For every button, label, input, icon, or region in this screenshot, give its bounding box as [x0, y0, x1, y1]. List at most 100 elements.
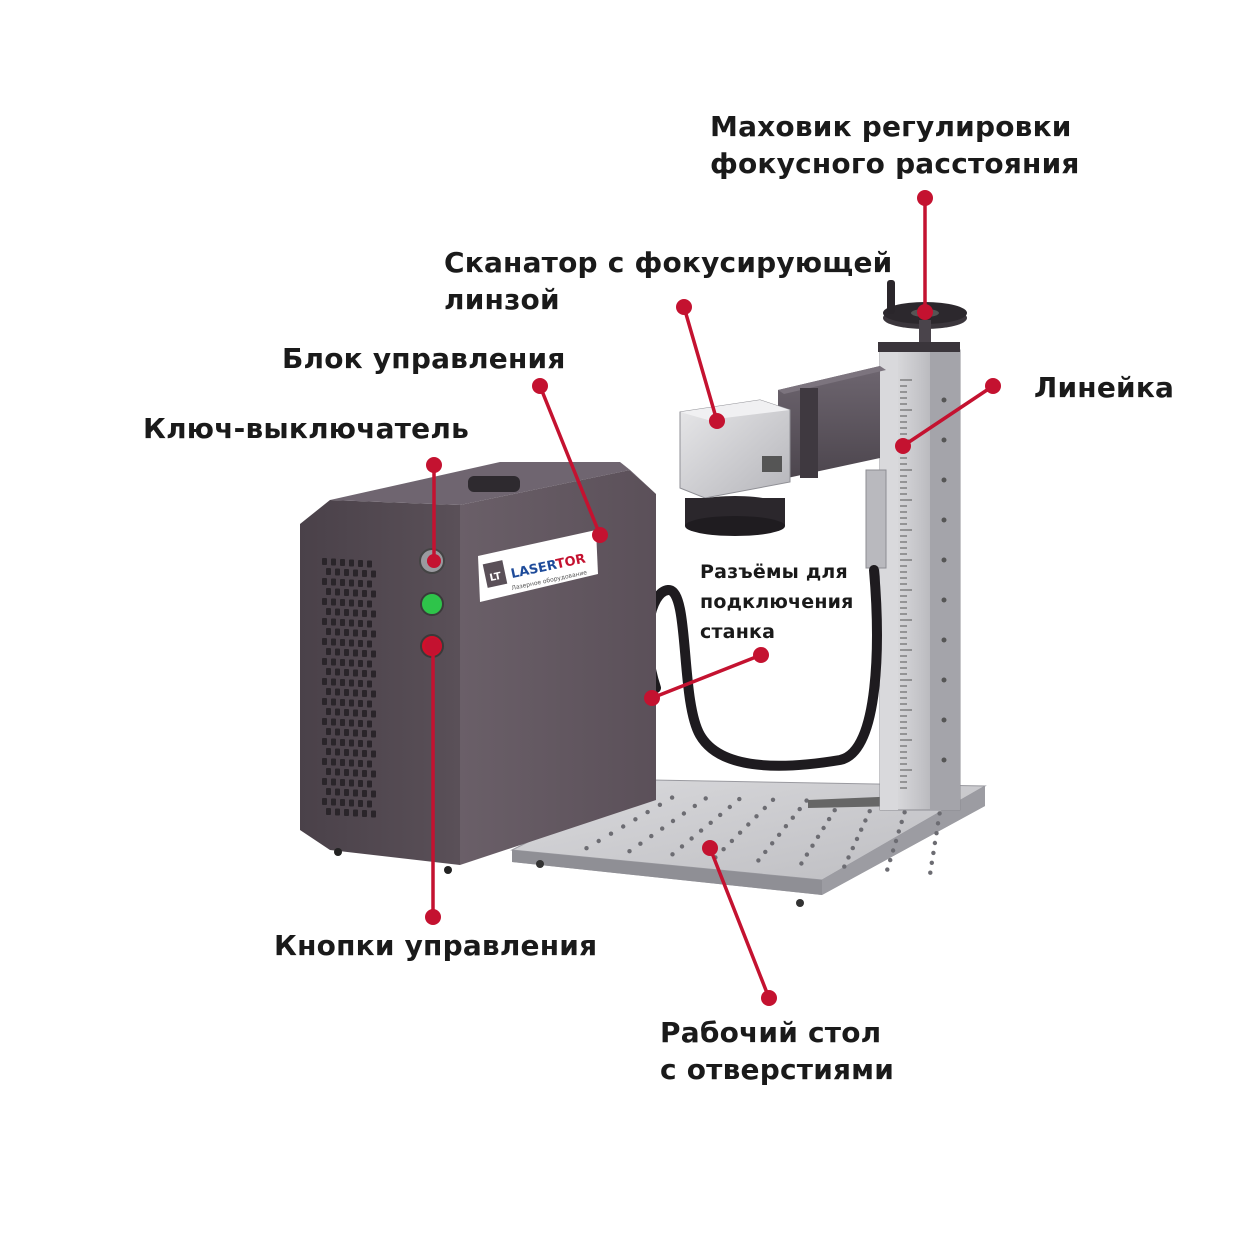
label-control-unit: Блок управления	[282, 342, 566, 375]
vent-slot	[367, 760, 372, 768]
label-ruler: Линейка	[1034, 371, 1175, 404]
vent-slot	[344, 609, 349, 616]
vent-slot	[353, 729, 358, 737]
vent-slot	[335, 568, 340, 576]
table-hole	[660, 826, 665, 831]
callout-dot-scanner-end	[709, 413, 725, 429]
callout-dot-table-end	[761, 990, 777, 1006]
vent-slot	[335, 768, 340, 776]
vent-slot	[353, 689, 358, 697]
vent-slot	[326, 748, 331, 755]
table-hole	[790, 815, 795, 820]
vent-slot	[326, 788, 331, 795]
vent-slot	[371, 570, 376, 578]
control-cabinet	[300, 462, 656, 874]
vent-slot	[371, 590, 376, 598]
vent-slot	[362, 790, 367, 797]
vent-slot	[349, 799, 354, 807]
vent-slot	[371, 810, 376, 818]
vent-slot	[322, 798, 327, 805]
vent-slot	[353, 649, 358, 657]
vent-slot	[362, 650, 367, 657]
vent-slot	[353, 629, 358, 637]
callout-dot-buttons	[425, 638, 441, 654]
callout-dot-connectors	[753, 647, 769, 663]
table-hole	[810, 843, 815, 848]
column-hole	[941, 557, 947, 563]
callout-dot-scanner	[676, 299, 692, 315]
carry-handle	[468, 476, 520, 492]
vent-slot	[344, 669, 349, 676]
vent-slot	[371, 690, 376, 698]
vent-slot	[340, 599, 345, 606]
vent-slot	[344, 569, 349, 576]
table-hole	[826, 816, 832, 822]
label-control-buttons: Кнопки управления	[274, 929, 598, 962]
vent-slot	[331, 558, 336, 566]
vent-slot	[340, 759, 345, 766]
vent-slot	[367, 640, 372, 648]
table-hole	[762, 805, 767, 811]
callout-line-scanner	[682, 305, 719, 423]
vent-slot	[362, 610, 367, 617]
vent-slot	[349, 559, 354, 567]
vent-slot	[371, 750, 376, 758]
callout-line-connectors	[650, 653, 763, 700]
table-hole	[804, 852, 810, 857]
callout-line-table	[708, 846, 771, 1000]
vent-slot	[340, 579, 345, 586]
vent-slot	[335, 788, 340, 796]
start-button	[420, 592, 444, 616]
vent-slot	[358, 740, 363, 747]
table-hole	[770, 841, 775, 846]
vent-slot	[353, 589, 358, 597]
vent-slot	[344, 729, 349, 736]
vent-slot	[326, 648, 331, 655]
label-work-table: Рабочий стол с отверстиями	[660, 1016, 895, 1086]
vent-slot	[367, 680, 372, 688]
brand-logo: LT LASERTOR Лазерное оборудование	[478, 530, 598, 602]
vent-slot	[358, 600, 363, 607]
vent-slot	[331, 738, 336, 746]
column-hole	[941, 477, 947, 483]
callout-dot-control-unit	[532, 378, 548, 394]
table-hole	[832, 808, 837, 813]
vent-slot	[349, 739, 354, 747]
vent-slot	[367, 620, 372, 628]
table-hole	[799, 861, 804, 866]
vent-slot	[358, 580, 363, 587]
vent-slot	[362, 630, 367, 637]
table-hole	[850, 845, 855, 851]
vent-slot	[362, 690, 367, 697]
vent-slot	[367, 700, 372, 708]
table-hole	[797, 806, 802, 812]
vent-slot	[349, 639, 354, 647]
vent-slot	[353, 569, 358, 577]
vent-slot	[371, 790, 376, 798]
table-hole	[893, 838, 899, 844]
vent-slot	[335, 808, 340, 816]
table-hole	[621, 824, 626, 829]
vent-slot	[358, 780, 363, 787]
vent-slot	[371, 670, 376, 678]
table-hole	[727, 804, 732, 810]
vent-slot	[367, 660, 372, 668]
table-hole	[888, 857, 893, 863]
vent-slot	[322, 678, 327, 685]
vent-slot	[349, 659, 354, 667]
vent-slot	[340, 659, 345, 666]
table-hole	[670, 852, 675, 857]
callout-dot-ruler	[985, 378, 1001, 394]
vent-slot	[322, 778, 327, 785]
vent-slot	[331, 718, 336, 726]
vent-slot	[367, 720, 372, 728]
vent-slot	[326, 808, 331, 815]
vent-slot	[335, 588, 340, 596]
callout-dot-control-unit-end	[592, 527, 608, 543]
table-holes	[584, 795, 944, 875]
vent-slot	[353, 809, 358, 817]
table-hole	[737, 796, 742, 802]
vent-slot	[349, 699, 354, 707]
vent-slot	[358, 700, 363, 707]
